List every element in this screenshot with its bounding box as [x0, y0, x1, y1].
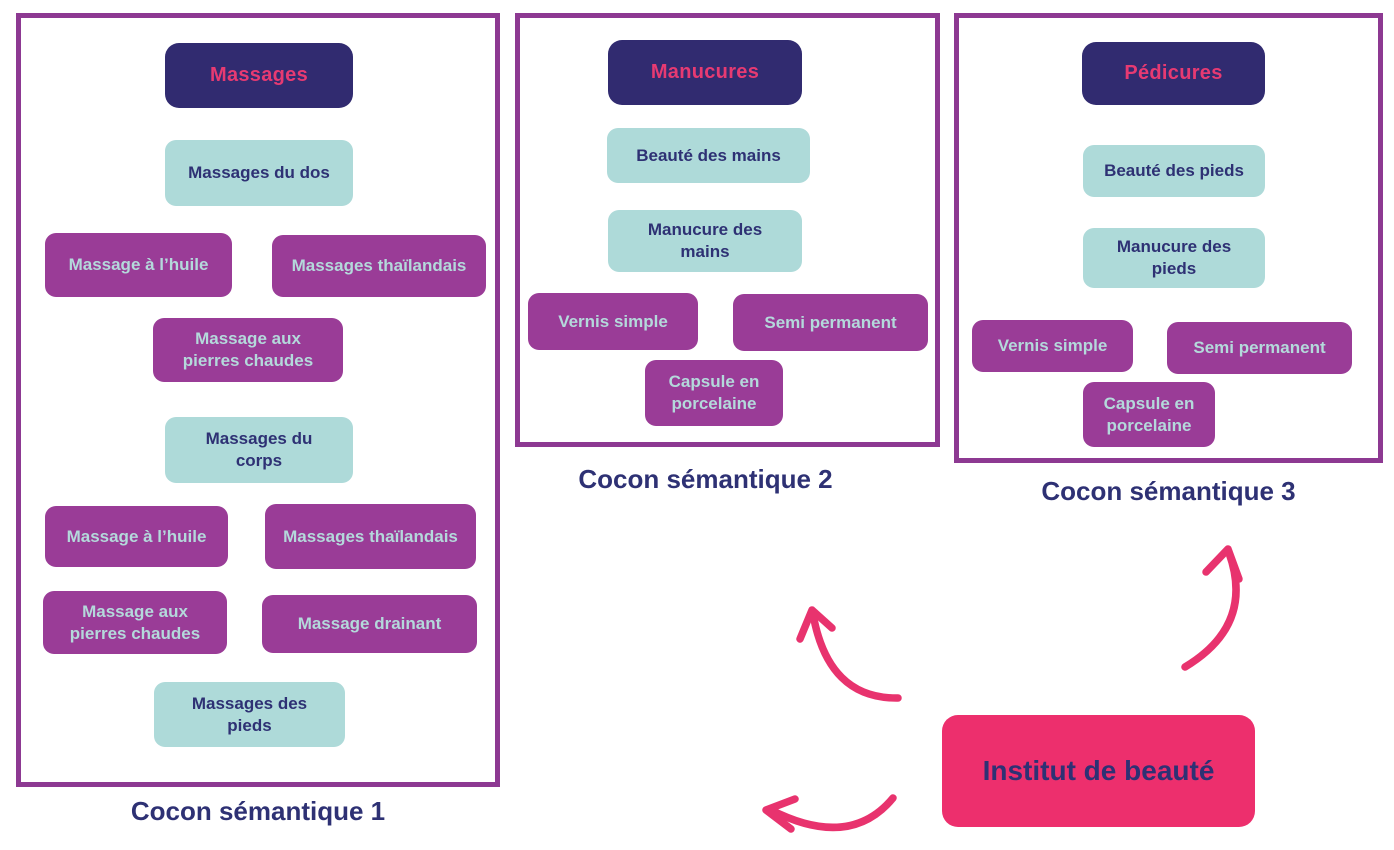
- arrow-to-cocon-1: [762, 794, 897, 833]
- node-massages-thailandais-1: Massages thaïlandais: [272, 235, 486, 297]
- cocon-1-caption: Cocon sémantique 1: [130, 796, 386, 826]
- node-beaute-des-pieds: Beauté des pieds: [1083, 145, 1265, 197]
- node-pedicures: Pédicures: [1082, 42, 1265, 105]
- node-semi-permanent-2: Semi permanent: [1167, 322, 1352, 374]
- cocon-2-box: Manucures Beauté des mains Manucure des …: [515, 13, 940, 447]
- node-manucure-des-pieds: Manucure des pieds: [1083, 228, 1265, 288]
- node-massages-du-corps: Massages du corps: [165, 417, 353, 483]
- cocon-2-caption: Cocon sémantique 2: [578, 464, 833, 494]
- node-manucure-des-mains: Manucure des mains: [608, 210, 802, 272]
- cocon-1-box: Massages Massages du dos Massage à l’hui…: [16, 13, 500, 787]
- node-beaute-des-mains: Beauté des mains: [607, 128, 810, 183]
- node-vernis-simple-2: Vernis simple: [972, 320, 1133, 372]
- root-institut-de-beaute: Institut de beauté: [942, 715, 1255, 827]
- node-massage-pierres-chaudes-2: Massage aux pierres chaudes: [43, 591, 227, 654]
- node-massages: Massages: [165, 43, 353, 108]
- node-massages-des-pieds: Massages des pieds: [154, 682, 345, 747]
- arrow-to-cocon-2: [796, 606, 902, 702]
- node-vernis-simple-1: Vernis simple: [528, 293, 698, 350]
- node-capsule-porcelaine-2: Capsule en porcelaine: [1083, 382, 1215, 447]
- node-capsule-porcelaine-1: Capsule en porcelaine: [645, 360, 783, 426]
- cocon-3-box: Pédicures Beauté des pieds Manucure des …: [954, 13, 1383, 463]
- node-massage-huile-1: Massage à l’huile: [45, 233, 232, 297]
- arrow-to-cocon-3: [1181, 545, 1243, 671]
- node-massages-thailandais-2: Massages thaïlandais: [265, 504, 476, 569]
- node-massage-pierres-chaudes-1: Massage aux pierres chaudes: [153, 318, 343, 382]
- node-semi-permanent-1: Semi permanent: [733, 294, 928, 351]
- cocon-3-caption: Cocon sémantique 3: [1041, 476, 1296, 506]
- node-massages-du-dos: Massages du dos: [165, 140, 353, 206]
- node-manucures: Manucures: [608, 40, 802, 105]
- node-massage-huile-2: Massage à l’huile: [45, 506, 228, 567]
- node-massage-drainant: Massage drainant: [262, 595, 477, 653]
